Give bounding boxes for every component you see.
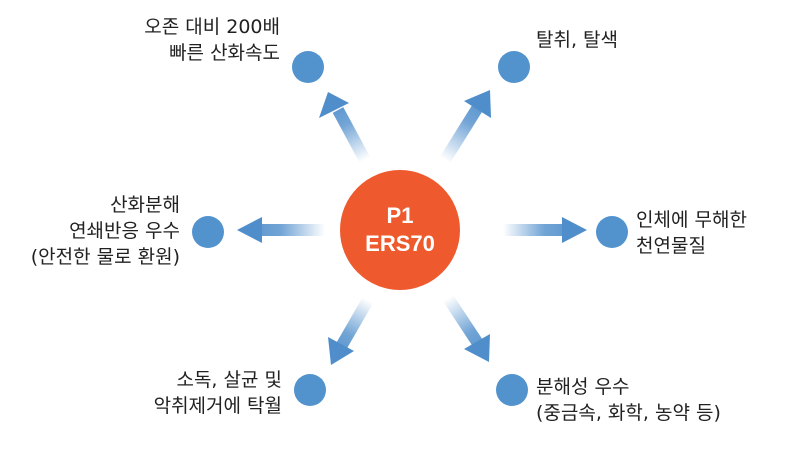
label-right-line1: 인체에 무해한: [636, 209, 747, 231]
label-bottom-right-line2: (중금속, 화학, 농약 등): [536, 402, 721, 424]
label-left-line3: (안전한 물로 환원): [30, 246, 180, 268]
node-top-left: [292, 51, 324, 83]
center-label-line2: ERS70: [365, 231, 435, 256]
label-bottom-right: 분해성 우수 (중금속, 화학, 농약 등): [536, 374, 721, 426]
arrowhead-right: [562, 217, 587, 243]
label-top-right: 탈취, 탈색: [536, 27, 618, 53]
center-circle: [340, 170, 460, 290]
label-bottom-left-line1: 소독, 살균 및: [176, 369, 282, 391]
center-label-line1: P1: [386, 203, 414, 228]
label-right: 인체에 무해한 천연물질: [636, 207, 747, 259]
node-right: [596, 216, 628, 248]
label-right-line2: 천연물질: [636, 235, 706, 257]
arrow-bottom-right: [442, 294, 490, 362]
node-bottom-right: [496, 374, 528, 406]
arrowhead-left: [237, 217, 262, 243]
arrow-right: [503, 217, 587, 243]
label-top-right-line1: 탈취, 탈색: [536, 29, 618, 51]
label-left-line1: 산화분해: [110, 194, 180, 216]
label-left-line2: 연쇄반응 우수: [69, 220, 180, 242]
arrowhead-top-left: [319, 92, 349, 118]
arrow-top-right: [439, 90, 491, 164]
arrowhead-bottom-left: [328, 337, 354, 365]
node-bottom-left: [294, 374, 326, 406]
label-top-left: 오존 대비 200배 빠른 산화속도: [144, 14, 280, 66]
label-bottom-right-line1: 분해성 우수: [536, 376, 630, 398]
label-bottom-left: 소독, 살균 및 악취제거에 탁월: [154, 367, 282, 419]
node-left: [192, 216, 224, 248]
label-left: 산화분해 연쇄반응 우수 (안전한 물로 환원): [31, 192, 180, 270]
arrow-bottom-left: [328, 296, 374, 365]
node-top-right: [498, 51, 530, 83]
arrow-top-left: [319, 92, 371, 163]
center-label: P1 ERS70: [340, 170, 460, 290]
label-bottom-left-line2: 악취제거에 탁월: [153, 395, 282, 417]
arrow-left: [237, 217, 325, 243]
label-top-left-line1: 오존 대비 200배: [144, 16, 280, 38]
label-top-left-line2: 빠른 산화속도: [169, 42, 280, 64]
arrowhead-top-right: [464, 90, 491, 118]
arrowhead-bottom-right: [464, 334, 490, 362]
